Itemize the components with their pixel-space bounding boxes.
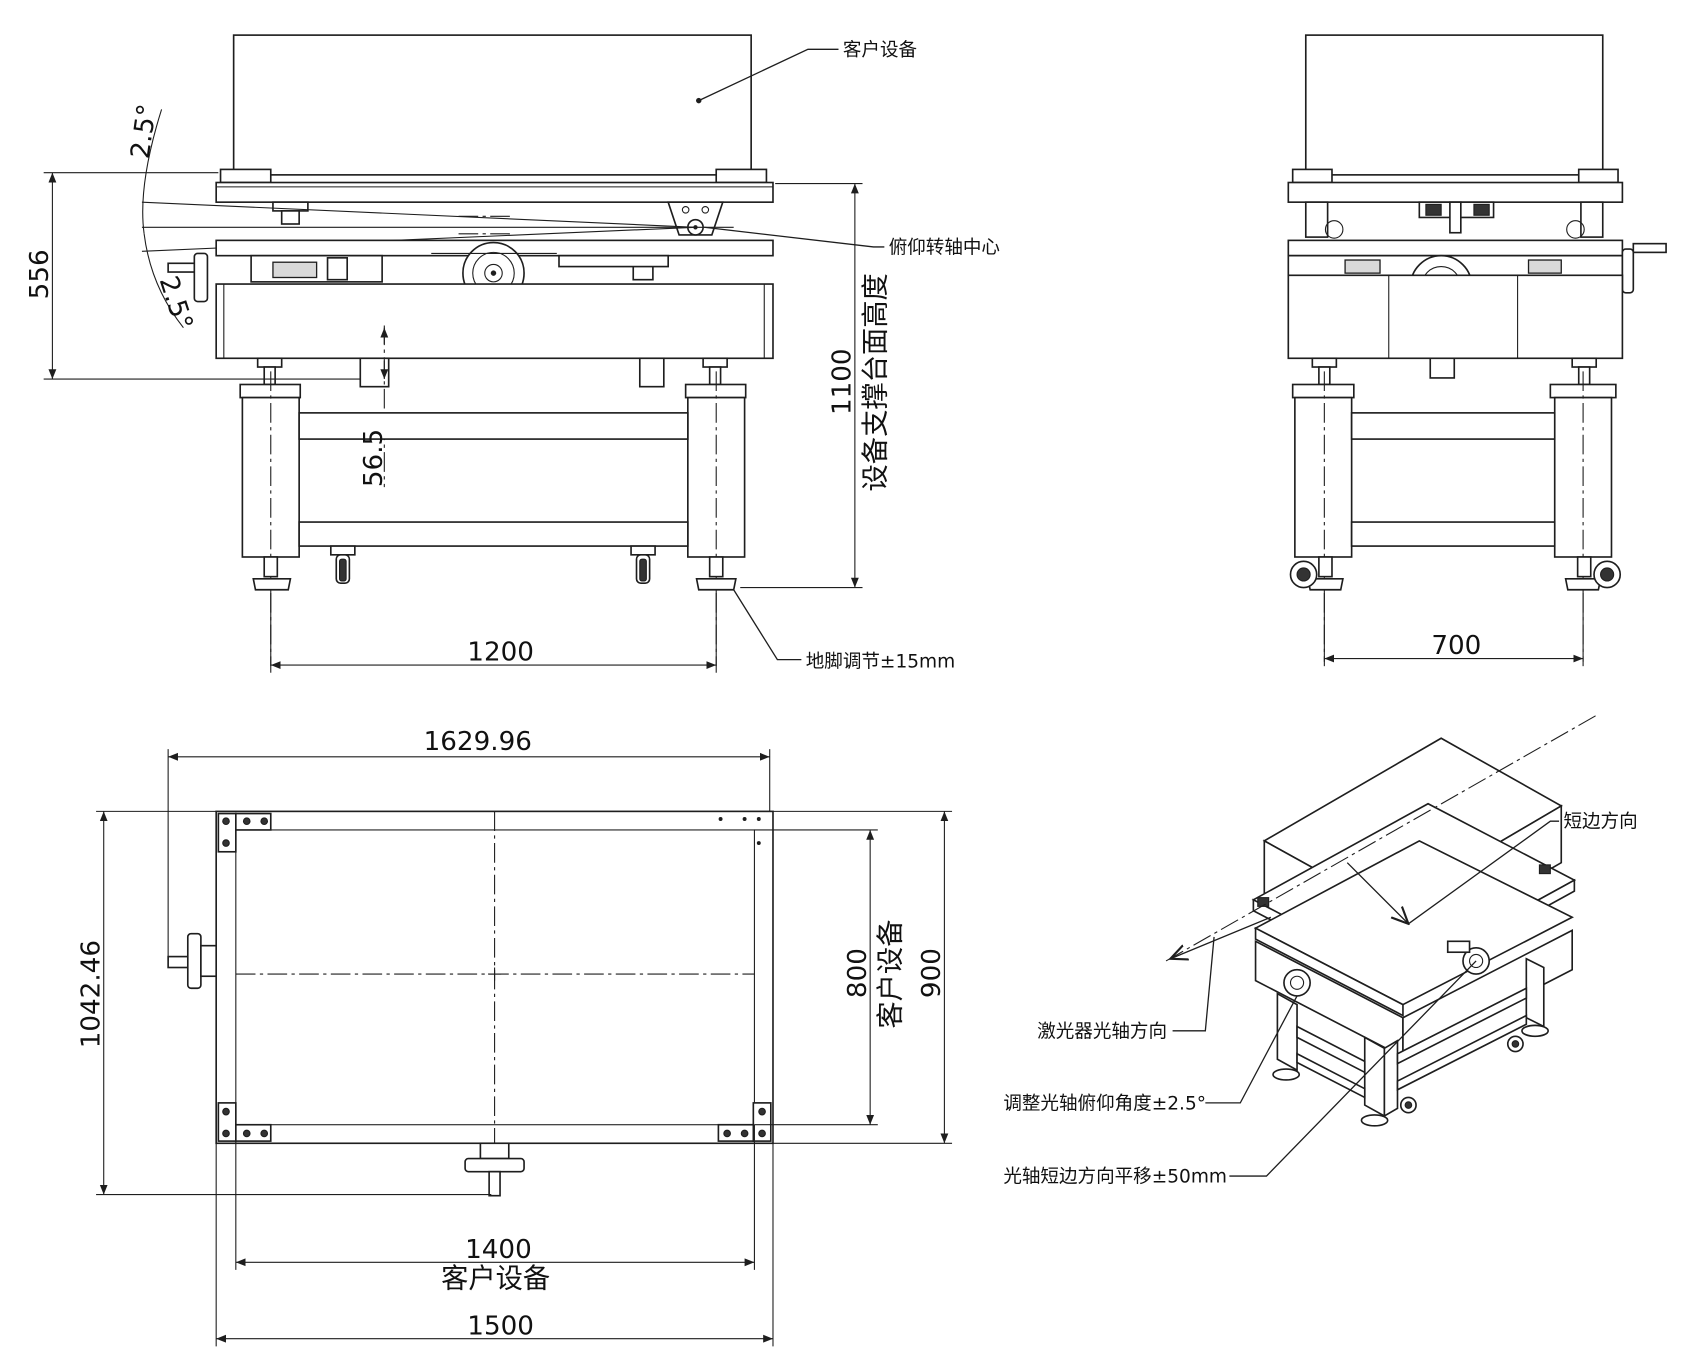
side-leg-left	[1294, 396, 1353, 558]
iso-laser-axis-line	[1165, 713, 1599, 962]
upper-plate	[215, 181, 774, 203]
lower-box-frame	[215, 283, 774, 360]
iso-view: 短边方向 激光器光轴方向 调整光轴俯仰角度±2.5° 光轴短边方向平移±50mm	[1003, 713, 1638, 1188]
angle-arc-top	[142, 109, 163, 234]
foot-right	[695, 578, 737, 591]
label-pitch-adjust: 调整光轴俯仰角度±2.5°	[1003, 1093, 1206, 1114]
label-support-height: 设备支撑台面高度	[860, 273, 891, 491]
label-pitch-axis-center: 俯仰转轴中心	[889, 237, 1000, 258]
dim-700: 700	[1431, 631, 1481, 661]
top-side-handwheel[interactable]	[186, 932, 202, 990]
side-handwheel	[193, 252, 209, 303]
foot-left	[252, 578, 292, 591]
label-customer-equipment: 客户设备	[843, 40, 918, 61]
crossbar-upper	[298, 412, 689, 440]
iso-leg-front	[1363, 1035, 1386, 1118]
side-middle-plate	[1287, 239, 1624, 257]
dim-556: 556	[25, 249, 55, 299]
leader-laser-axis	[1172, 936, 1215, 1032]
leader-short-side	[1408, 820, 1560, 925]
leader-pitch-adjust	[1205, 995, 1298, 1104]
customer-equipment-box	[232, 34, 752, 176]
dim-1042-46: 1042.46	[76, 940, 106, 1048]
side-handwheel	[1621, 248, 1635, 294]
label-foot-adjust: 地脚调节±15mm	[806, 651, 955, 672]
label-short-side: 短边方向	[1563, 812, 1637, 833]
hinge-bracket-left-post	[280, 210, 300, 225]
top-view: 1629.96 1042.46 800 客户设备 900 1400 客户设备 1…	[76, 727, 953, 1347]
side-lower-box	[1287, 274, 1624, 360]
dim-1629-96: 1629.96	[424, 727, 532, 757]
dim-1100: 1100	[828, 348, 858, 415]
label-shift: 光轴短边方向平移±50mm	[1003, 1167, 1227, 1188]
top-pad-left	[219, 168, 272, 184]
iso-handwheel-left[interactable]	[1283, 968, 1311, 997]
dim-angle-bottom: 2.5°	[153, 273, 198, 334]
dim-1500: 1500	[467, 1311, 534, 1341]
dim-angle-top: 2.5°	[126, 102, 163, 160]
label-laser-axis: 激光器光轴方向	[1037, 1021, 1167, 1042]
dim-56-5: 56.5	[359, 429, 389, 487]
front-view: 客户设备 2.5° 2.5°	[25, 34, 1000, 673]
dim-1400: 1400	[465, 1235, 532, 1265]
crossbar-lower	[298, 521, 689, 547]
side-view: 700	[1287, 34, 1667, 667]
leader-customer-equipment	[698, 48, 839, 102]
caster-right	[630, 545, 656, 585]
dim-1200: 1200	[467, 638, 534, 668]
leader-foot-adjust	[733, 589, 802, 661]
top-pad-right	[715, 168, 768, 184]
label-customer-equipment-horizontal: 客户设备	[441, 1263, 550, 1294]
label-customer-equipment-vertical: 客户设备	[876, 920, 907, 1029]
leader-pitch-axis	[704, 226, 885, 248]
side-upper-plate	[1287, 181, 1624, 203]
angle-arc-bottom	[143, 233, 184, 329]
caster-left	[329, 545, 356, 585]
leader-shift	[1229, 960, 1477, 1177]
dim-800: 800	[843, 948, 873, 998]
dim-900: 900	[917, 948, 947, 998]
side-customer-equipment-box	[1304, 34, 1604, 176]
top-bottom-handwheel[interactable]	[464, 1157, 525, 1173]
